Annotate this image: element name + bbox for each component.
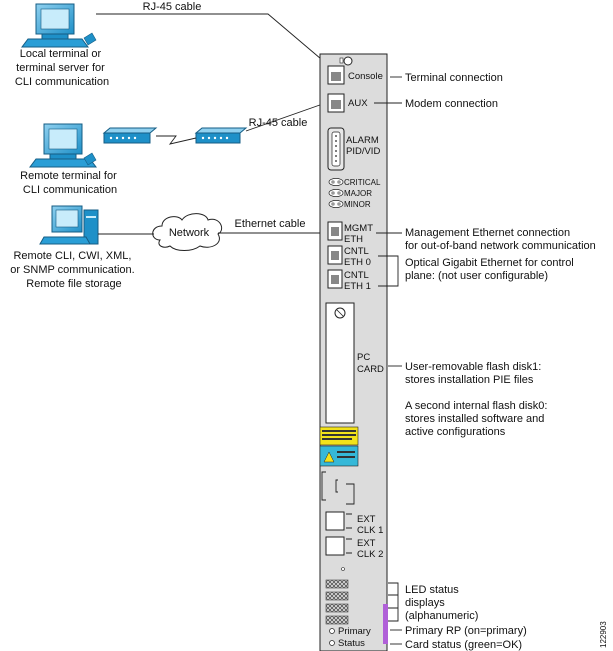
led-display — [325, 615, 349, 625]
critical-label: CRITICAL — [344, 178, 381, 187]
cable-label-ethernet: Ethernet cable — [235, 218, 306, 230]
ext-clk1-label: EXT CLK 1 — [357, 514, 383, 536]
card-screw — [343, 56, 353, 66]
cntl-eth0-label: CNTL ETH 0 — [344, 246, 371, 268]
local-terminal-label: Local terminal or terminal server for CL… — [15, 48, 109, 88]
status-led — [329, 640, 335, 646]
status-led-strip — [383, 604, 388, 644]
remote-terminal-icon — [29, 123, 97, 168]
ext-clk1-bracket — [346, 513, 352, 529]
callout-led: LED status displays (alphanumeric) — [405, 584, 478, 622]
network-cloud — [152, 213, 223, 251]
cable-console — [96, 13, 335, 71]
callout-primary-rp: Primary RP (on=primary) — [405, 625, 527, 637]
callout-bracket-led — [388, 582, 399, 622]
remote-terminal-label: Remote terminal for CLI communication — [20, 170, 120, 196]
minor-led — [328, 200, 344, 208]
local-terminal-icon — [21, 3, 97, 48]
network-host-icon — [39, 205, 99, 245]
bracket-mark — [321, 471, 326, 501]
led-display — [325, 603, 349, 613]
modem-icon — [194, 127, 248, 144]
callout-mgmt: Management Ethernet connection for out-o… — [405, 227, 596, 252]
ext-clk2-label: EXT CLK 2 — [357, 538, 383, 560]
led-display — [325, 579, 349, 589]
ext-clk2-bracket — [346, 538, 352, 554]
callout-terminal: Terminal connection — [405, 72, 503, 84]
callout-optical: Optical Gigabit Ethernet for control pla… — [405, 257, 577, 282]
major-led — [328, 189, 344, 197]
mgmt-eth-label: MGMT ETH — [344, 223, 376, 245]
card-dot — [341, 567, 345, 571]
alarm-connector — [327, 127, 345, 171]
ext-clk2-port — [325, 536, 345, 556]
callout-flash0: A second internal flash disk0: stores in… — [405, 400, 551, 438]
callout-modem: Modem connection — [405, 98, 498, 110]
led-display — [325, 591, 349, 601]
callout-bracket-optical — [378, 255, 399, 287]
ext-clk1-port — [325, 511, 345, 531]
network-label: Network — [169, 227, 210, 239]
bracket-mark — [335, 479, 338, 493]
cable-modem-link — [156, 135, 197, 145]
primary-label: Primary — [338, 626, 371, 637]
network-host-label: Remote CLI, CWI, XML, or SNMP communicat… — [10, 250, 138, 290]
cable-label-modem: RJ-45 cable — [249, 117, 308, 129]
status-label: Status — [338, 638, 365, 649]
pc-card-label: PC CARD — [357, 352, 384, 375]
cntl-eth1-label: CNTL ETH 1 — [344, 270, 371, 292]
aux-label: AUX — [348, 98, 368, 109]
minor-label: MINOR — [344, 200, 371, 209]
major-label: MAJOR — [344, 189, 372, 198]
figure-id: 122903 — [599, 621, 608, 648]
bracket-mark — [346, 483, 355, 505]
critical-led — [328, 178, 344, 186]
primary-led — [329, 628, 335, 634]
modem-icon — [102, 127, 158, 144]
cable-label-top: RJ-45 cable — [143, 1, 202, 13]
cable-aux — [245, 99, 335, 132]
console-label: Console — [348, 71, 383, 82]
callout-flash1: User-removable flash disk1: stores insta… — [405, 361, 544, 386]
alarm-label: ALARM PID/VID — [346, 135, 381, 157]
pc-card-slot — [325, 302, 355, 424]
callout-card-status: Card status (green=OK) — [405, 639, 522, 651]
